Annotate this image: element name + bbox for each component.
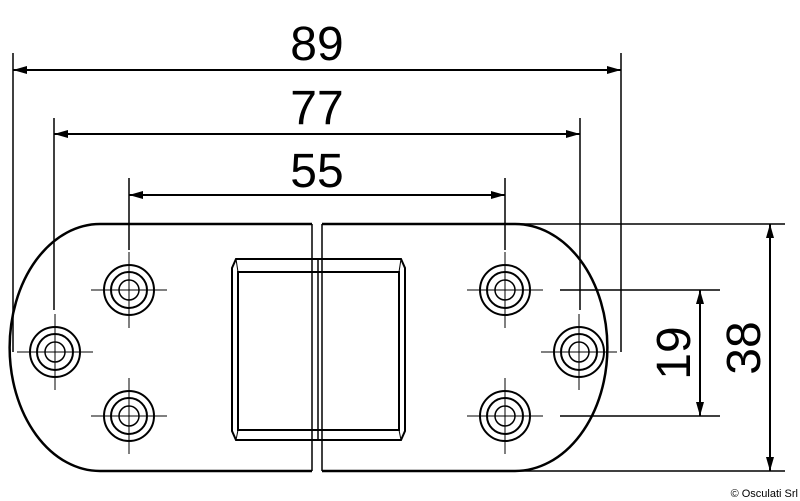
hinge-body [8,222,609,473]
screw-hole-middle-left [17,314,93,390]
extension-lines [12,53,785,472]
copyright-notice: © Osculati Srl [731,488,798,500]
screw-hole-top-left [91,252,167,328]
dim-label-89: 89 [290,18,343,71]
screw-holes [17,252,617,454]
screw-hole-top-right [467,252,543,328]
dim-label-77: 77 [290,82,343,135]
center-knuckle [231,258,406,441]
dim-label-55: 55 [290,145,343,198]
screw-hole-middle-right [541,314,617,390]
dim-label-19: 19 [648,326,701,379]
right-leaf-outline [322,222,609,473]
dim-label-38: 38 [718,321,771,374]
left-leaf-outline [8,222,312,473]
screw-hole-bottom-left [91,378,167,454]
screw-hole-bottom-right [467,378,543,454]
